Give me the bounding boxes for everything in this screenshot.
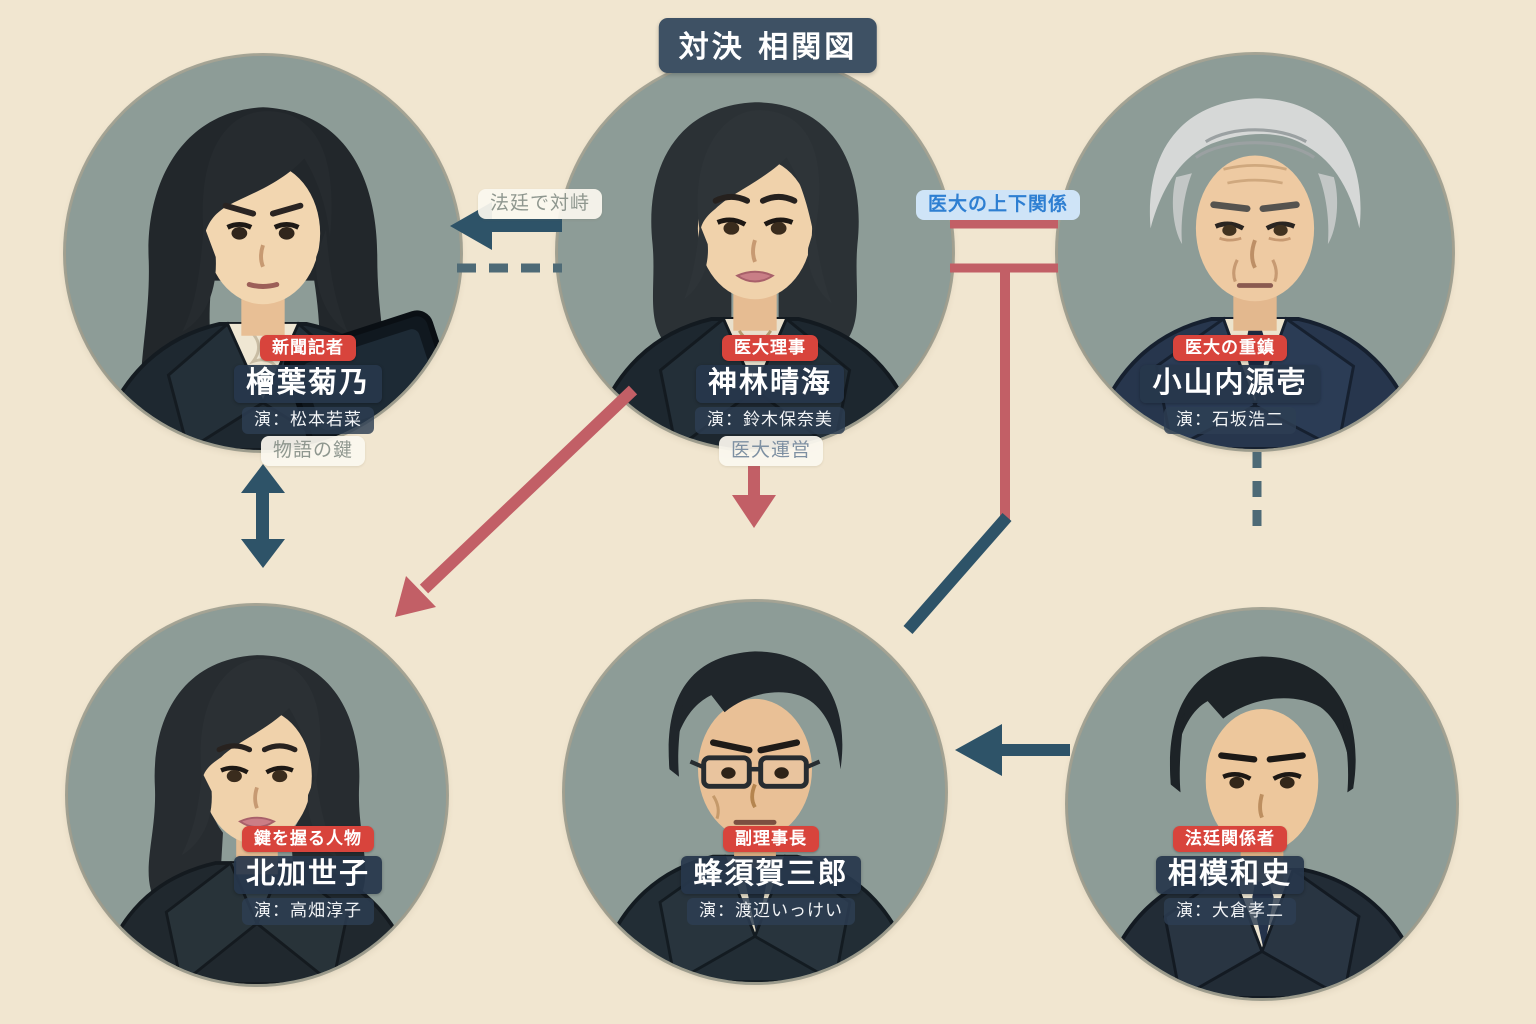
actor-name: 演：渡辺いっけい bbox=[687, 897, 855, 925]
character-name: 北加世子 bbox=[233, 856, 382, 894]
role-badge: 医大理事 bbox=[722, 335, 818, 362]
relation-label-hierarchy: 医大の上下関係 bbox=[916, 190, 1081, 220]
line-navy-elbow bbox=[903, 513, 1012, 634]
role-badge: 鍵を握る人物 bbox=[242, 826, 374, 853]
relation-label-story-key: 物語の鍵 bbox=[261, 436, 366, 466]
character-card-osanai-genichi: 医大の重鎮 小山内源壱 演：石坂浩二 bbox=[1030, 335, 1430, 434]
character-card-kanbayashi-harumi: 医大理事 神林晴海 演：鈴木保奈美 bbox=[570, 335, 970, 434]
man-glasses-illustration bbox=[565, 602, 945, 982]
role-badge: 新聞記者 bbox=[260, 335, 356, 362]
arrow-univ-admin bbox=[732, 466, 776, 528]
arrow-bottom-left-pointing bbox=[955, 724, 1070, 776]
actor-name: 演：松本若菜 bbox=[242, 406, 374, 434]
page-title: 対決 相関図 bbox=[658, 18, 878, 73]
character-card-hiba-kikuno: 新聞記者 檜葉菊乃 演：松本若菜 bbox=[108, 335, 508, 434]
role-badge: 副理事長 bbox=[723, 826, 819, 853]
portrait-hachisuka-saburo bbox=[565, 602, 945, 982]
actor-name: 演：石坂浩二 bbox=[1164, 406, 1296, 434]
portrait-kita-kayoko bbox=[68, 606, 446, 984]
character-card-kita-kayoko: 鍵を握る人物 北加世子 演：高畑淳子 bbox=[108, 826, 508, 925]
actor-name: 演：鈴木保奈美 bbox=[695, 406, 845, 434]
character-card-hachisuka-saburo: 副理事長 蜂須賀三郎 演：渡辺いっけい bbox=[571, 826, 971, 925]
character-name: 檜葉菊乃 bbox=[233, 365, 382, 403]
role-badge: 法廷関係者 bbox=[1173, 826, 1287, 853]
relation-label-univ-admin: 医大運営 bbox=[719, 436, 824, 466]
man-slick-hair-illustration bbox=[1068, 610, 1456, 998]
role-badge: 医大の重鎮 bbox=[1173, 335, 1287, 362]
actor-name: 演：高畑淳子 bbox=[242, 897, 374, 925]
line-hierarchy bbox=[950, 219, 1058, 273]
character-name: 小山内源壱 bbox=[1140, 365, 1320, 403]
portrait-sagami-kazushi bbox=[1068, 610, 1456, 998]
character-name: 蜂須賀三郎 bbox=[681, 856, 861, 894]
arrow-two-way-story-key bbox=[241, 464, 285, 568]
relation-label-court: 法廷で対峙 bbox=[478, 189, 603, 219]
character-name: 相模和史 bbox=[1155, 856, 1304, 894]
character-name: 神林晴海 bbox=[695, 365, 844, 403]
character-card-sagami-kazushi: 法廷関係者 相模和史 演：大倉孝二 bbox=[1030, 826, 1430, 925]
woman-wavy-hair-illustration bbox=[68, 606, 446, 984]
actor-name: 演：大倉孝二 bbox=[1164, 897, 1296, 925]
